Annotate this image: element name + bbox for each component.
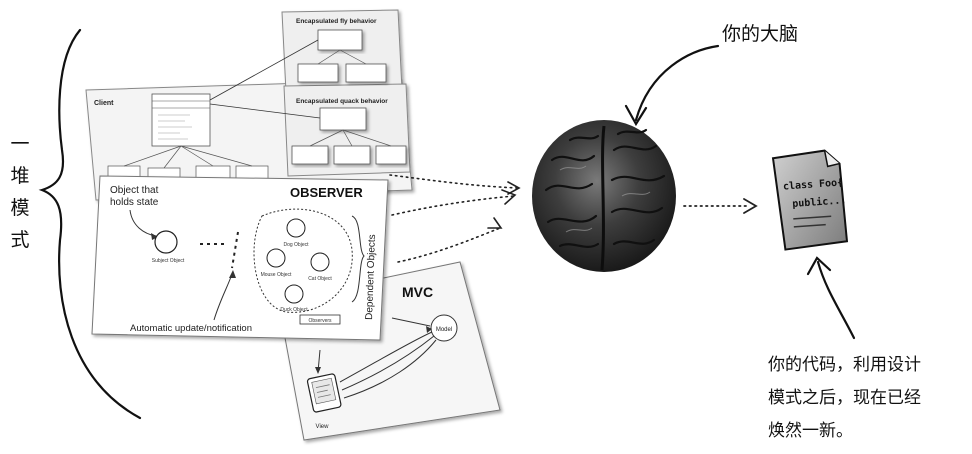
observer-pattern-sheet: OBSERVER Object that holds state Subject… <box>91 175 389 341</box>
code-doc-line-1: class Foo{ <box>783 177 844 192</box>
brain-label-arrow <box>634 44 720 122</box>
automatic-update-label: Automatic update/notification <box>130 323 252 334</box>
fly-impl-box-2 <box>345 63 387 83</box>
left-brace-char-3: 模 <box>10 197 29 219</box>
brain-label: 你的大脑 <box>722 23 798 45</box>
strategy-quack-title: Encapsulated quack behavior <box>296 98 388 105</box>
duck-object-circle <box>284 284 304 304</box>
patterns-to-brain-arrows <box>389 174 519 263</box>
mvc-title: MVC <box>402 284 433 300</box>
left-brace <box>38 28 142 420</box>
duck-object-label: Duck Object <box>280 307 308 313</box>
patterns-to-brain-arrowheads <box>487 181 521 229</box>
code-doc-line-2: public... <box>792 194 847 210</box>
observer-holds-state-line-2: holds state <box>110 197 159 208</box>
brain-label-arrowhead <box>624 104 648 127</box>
code-label-line-2: 模式之后，现在已经 <box>768 388 921 408</box>
code-document-icon: class Foo{ public... <box>771 149 849 251</box>
observers-box-label: Observers <box>308 318 332 324</box>
dog-object-circle <box>286 218 306 238</box>
mouse-object-label: Mouse Object <box>261 272 292 278</box>
client-class-box <box>151 93 211 147</box>
left-brace-char-1: 一 <box>10 133 29 155</box>
strategy-client-label: Client <box>94 100 114 107</box>
mouse-object-circle <box>266 248 286 268</box>
quack-impl-box-3 <box>375 145 407 165</box>
code-label-line-3: 焕然一新。 <box>768 421 853 441</box>
cat-object-circle <box>310 252 330 272</box>
mvc-view-device <box>306 373 342 413</box>
strategy-diagram-content: Client Encapsulated fly behavior Encapsu… <box>94 18 407 183</box>
observer-title: OBSERVER <box>290 185 363 200</box>
fly-impl-box-1 <box>297 63 339 83</box>
strategy-fly-title: Encapsulated fly behavior <box>296 18 377 25</box>
left-brace-char-2: 堆 <box>10 165 29 187</box>
mvc-arrows <box>317 317 437 399</box>
subject-object-label: Subject Object <box>152 258 185 264</box>
dependents-brace <box>351 215 365 303</box>
fly-interface-box <box>317 29 363 51</box>
observers-box <box>299 314 341 325</box>
left-brace-char-4: 式 <box>10 229 29 251</box>
observer-notification-arrows <box>200 231 239 269</box>
mvc-model-label: Model <box>436 327 452 333</box>
subject-object-circle <box>154 230 178 254</box>
code-label-line-1: 你的代码，利用设计 <box>768 355 921 375</box>
dependent-objects-label: Dependent Objects <box>364 234 378 320</box>
observer-holds-state-line-1: Object that <box>110 185 159 196</box>
quack-impl-box-1 <box>291 145 329 165</box>
dog-object-label: Dog Object <box>283 242 309 248</box>
brain-to-code-arrowhead <box>743 198 758 214</box>
mvc-model-circle <box>430 314 458 342</box>
code-label: 你的代码，利用设计 模式之后，现在已经 焕然一新。 <box>768 355 921 441</box>
code-label-arrow <box>816 260 856 340</box>
code-label-arrowhead <box>806 256 832 276</box>
left-brace-label: 一 堆 模 式 <box>10 133 29 251</box>
mvc-view-label: View <box>316 424 330 430</box>
quack-impl-box-2 <box>333 145 371 165</box>
quack-interface-box <box>319 107 367 131</box>
cat-object-label: Cat Object <box>308 276 332 282</box>
brain-image <box>532 120 676 272</box>
observers-cluster <box>253 208 353 313</box>
